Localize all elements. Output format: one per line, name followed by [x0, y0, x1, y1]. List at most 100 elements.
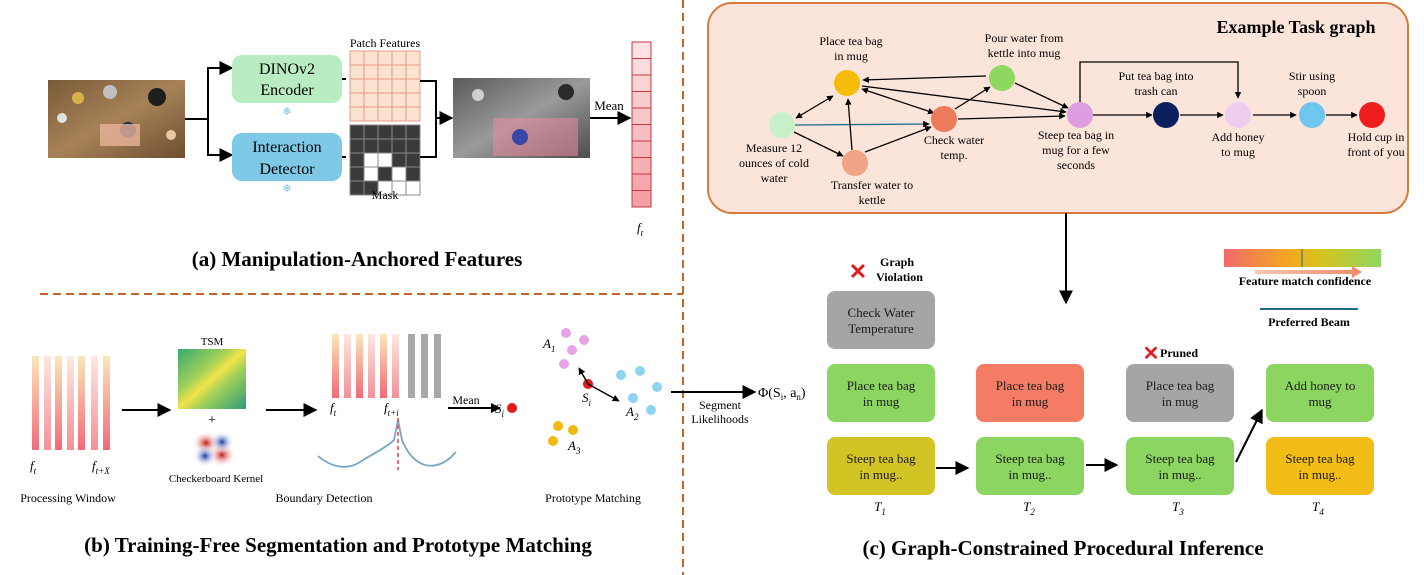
task-graph-container	[707, 2, 1409, 214]
pruned-cross-icon: ✕	[1143, 343, 1160, 365]
confidence-legend-label: Feature match confidence	[1239, 274, 1372, 288]
window-bar	[103, 356, 110, 450]
window-bar	[91, 356, 98, 450]
beam-card-t3_pruned	[1126, 364, 1234, 422]
prototype-si-label: Si	[582, 390, 592, 408]
graph-node-place	[834, 70, 860, 96]
boundary-f1-label: ft	[330, 400, 337, 418]
task-graph-edges	[793, 61, 1358, 157]
window-bar	[67, 356, 74, 450]
boundary-f2-label: ft+i	[384, 400, 399, 418]
mean-label-b: Mean	[452, 393, 479, 407]
segment-dot	[507, 403, 517, 413]
graph-node-measure	[769, 112, 795, 138]
beam-card-t1_steep	[827, 437, 935, 495]
graph-node-stir	[1299, 102, 1325, 128]
beam-card-t4_honey	[1266, 364, 1374, 422]
panel-c-title: (c) Graph-Constrained Procedural Inferen…	[862, 536, 1263, 560]
prototype-a1-label: A1	[542, 336, 555, 354]
snowflake-icon: ❄	[282, 106, 291, 118]
pruned-label: Pruned	[1160, 346, 1198, 360]
window-bar	[44, 356, 51, 450]
processing-window-bars	[32, 356, 110, 450]
beam-card-t2_steep	[976, 437, 1084, 495]
phi-label: Φ(Si, an)	[758, 386, 806, 402]
timestep-label-3: T3	[1172, 499, 1184, 517]
graph-node-trash	[1153, 102, 1179, 128]
beam-card-t4_steep	[1266, 437, 1374, 495]
dinov2-encoder-box	[232, 55, 342, 103]
novelty-curve	[317, 419, 457, 468]
boundary-bars	[332, 334, 441, 398]
feature-vector	[631, 41, 652, 208]
timestep-label-2: T2	[1023, 499, 1035, 517]
masked-frame-image	[453, 78, 590, 158]
window-start-label: ft	[30, 458, 37, 476]
graph-node-check	[931, 106, 957, 132]
beam-card-t1_place	[827, 364, 935, 422]
tsm-matrix	[178, 349, 246, 409]
patch-features-grid	[349, 50, 421, 122]
prototype-clusters	[548, 328, 662, 446]
processing-window-caption: Processing Window	[20, 491, 116, 505]
feature-vector-label: ft	[637, 220, 644, 238]
interaction-detector-box	[232, 133, 342, 181]
window-bar	[78, 356, 85, 450]
panel-b-title: (b) Training-Free Segmentation and Proto…	[84, 533, 592, 557]
mask-grid	[349, 124, 421, 196]
mask-label: Mask	[372, 188, 399, 202]
panel-a-title: (a) Manipulation-Anchored Features	[192, 247, 523, 271]
segment-label: Si	[495, 401, 505, 419]
timestep-label-1: T1	[874, 499, 886, 517]
patch-features-label: Patch Features	[350, 36, 421, 50]
task-graph-title: Example Task graph	[1216, 17, 1375, 37]
graph-node-honey	[1225, 102, 1251, 128]
checkerboard-kernel	[188, 428, 238, 470]
prototype-a2-label: A2	[625, 404, 639, 422]
preferred-beam-label: Preferred Beam	[1268, 315, 1350, 329]
confidence-arrow	[1255, 266, 1362, 278]
window-end-label: ft+X	[92, 458, 110, 476]
graph-node-hold	[1359, 102, 1385, 128]
plus-sign: +	[208, 413, 216, 428]
graph-node-steep	[1067, 102, 1093, 128]
beam-card-t2_place	[976, 364, 1084, 422]
beam-card-t3_steep	[1126, 437, 1234, 495]
mean-label: Mean	[594, 98, 624, 113]
timestep-labels: T1 T2 T3 T4	[874, 499, 1324, 517]
violation-cross-icon: ✕	[849, 259, 867, 284]
prototype-matching-caption: Prototype Matching	[545, 491, 641, 505]
snowflake-icon: ❄	[282, 183, 291, 195]
prototype-a3-label: A3	[567, 438, 581, 456]
input-frame-image	[48, 80, 185, 158]
timestep-label-4: T4	[1312, 499, 1324, 517]
window-bar	[32, 356, 39, 450]
tsm-label: TSM	[201, 336, 224, 348]
